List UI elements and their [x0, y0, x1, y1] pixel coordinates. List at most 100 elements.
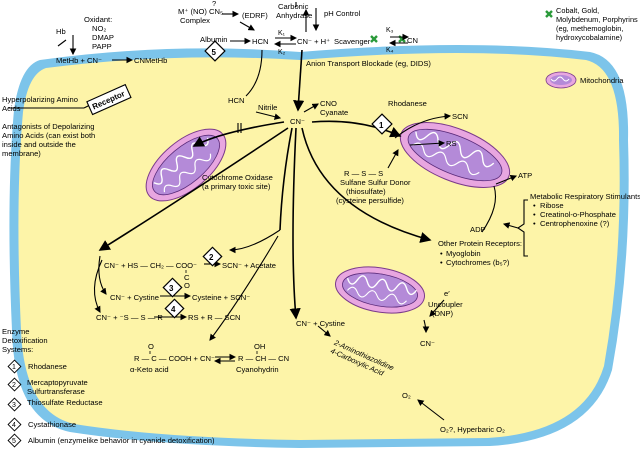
svg-text:1: 1: [379, 121, 384, 130]
uncoupler-label: Uncoupler: [428, 300, 463, 309]
legend-num: 4: [12, 422, 16, 429]
legend-diamond: [7, 397, 22, 412]
reaction3-left: CN⁻ + ⁻S — S — R: [96, 313, 163, 322]
legend-albumin: Albumin (enzymelike behavior in cyanide …: [28, 436, 215, 445]
metabolic-title: Metabolic Respiratory Stimulants:: [530, 192, 640, 201]
legend-num: 1: [12, 364, 16, 371]
rs-label: RS: [446, 139, 457, 148]
badge-1: 1: [371, 113, 393, 135]
legend-rhodanese: Rhodanese: [28, 362, 67, 371]
carbonic-label: Carbonic: [278, 2, 309, 11]
badge-3: 3: [162, 277, 183, 298]
keto-formula: R — C — COOH + CN⁻: [134, 354, 215, 363]
stimulant-ribose: Ribose: [540, 201, 564, 210]
legend-diamond: [7, 433, 22, 448]
receptor-cytochromes: Cytochromes (b₅?): [446, 258, 510, 267]
mitochondria-legend-icon: [545, 71, 577, 89]
cn-center-label: CN⁻: [290, 117, 305, 126]
cyanohydrin-label: Cyanohydrin: [236, 365, 279, 374]
receptor-bullet: •: [440, 258, 443, 267]
edrf-label: (EDRF): [242, 11, 268, 20]
mitochondrion-left: [145, 128, 227, 202]
legend-diamond: [7, 377, 22, 392]
cno-label: CNO: [320, 99, 337, 108]
svg-text:5: 5: [212, 48, 217, 57]
legend-num: 2: [12, 382, 16, 389]
stimulant-item: •: [533, 219, 536, 228]
oxidant-label: Oxidant:: [84, 15, 112, 24]
legend-diamond: [7, 359, 22, 374]
cyanohydrin-formula: R — CH — CN: [238, 354, 289, 363]
cobalt-legend: Cobalt, Gold, Molybdenum, Porphyrins (eg…: [556, 6, 638, 42]
badge-4: 4: [164, 298, 185, 319]
cn-h-label: CN⁻ + H⁺: [297, 37, 330, 46]
ph-control-label: pH Control: [324, 9, 361, 18]
stimulant-creatinol: Creatinol-o-Phosphate: [540, 210, 616, 219]
receptor-myoglobin: Myoglobin: [446, 249, 481, 258]
reaction2-right: Cysteine + SCN⁻: [192, 293, 250, 302]
svg-text:2: 2: [209, 253, 214, 262]
reaction1-left: CN⁻ + HS — CH₂ — COO⁻: [104, 261, 197, 270]
sulfane-donor-label: Sulfane Sulfur Donor: [340, 178, 411, 187]
question-mark: ?: [212, 0, 216, 8]
badge-2: 2: [202, 246, 223, 267]
k1-label: K₁: [278, 30, 286, 37]
legend-num: 5: [12, 438, 16, 445]
hb-label: Hb: [56, 27, 66, 36]
legend-mercaptopyruvate: Mercaptopyruvate Sulfurtransferase: [27, 378, 88, 396]
stimulant-item: •: [533, 201, 536, 210]
pathway-arrows: [8, 2, 528, 421]
stimulant-centrophenoxine: Centrophenoxine (?): [540, 219, 610, 228]
cyanate-label: Cyanate: [320, 108, 348, 117]
stimulant-item: •: [533, 210, 536, 219]
scavenger-label: Scavenger: [334, 37, 371, 46]
legend-num: 3: [12, 402, 16, 409]
thiosulfate-label: (thiosulfate): [346, 187, 386, 196]
complex-label: Complex: [180, 16, 210, 25]
svg-text:4: 4: [171, 305, 176, 314]
enzyme-legend-title-1: Enzyme: [2, 327, 29, 336]
legend-thiosulfate: Thiosulfate Reductase: [27, 398, 103, 407]
reaction3-right: RS + R — SCN: [188, 313, 241, 322]
hyperbaric-label: O₂?, Hyperbaric O₂: [440, 425, 505, 434]
hcn-top-label: HCN: [252, 37, 268, 46]
keto-o: O: [148, 342, 154, 351]
antagonists-text: Antagonists of Depolarizing Amino Acids …: [2, 122, 95, 158]
badge-5: 5: [204, 40, 226, 62]
oxidant-papp: PAPP: [92, 42, 112, 51]
primary-toxic-label: (a primary toxic site): [202, 182, 271, 191]
cytochrome-oxidase-label: Cytochrome Oxidase: [202, 173, 273, 182]
cnmethb-label: CNMetHb: [134, 56, 167, 65]
reaction1-carbonyl: C: [184, 273, 190, 282]
oxidant-dmap: DMAP: [92, 33, 114, 42]
methb-label: MetHb + CN⁻: [56, 56, 102, 65]
xcn-label: CN: [407, 36, 418, 45]
legend-cystathionase: Cystathionase: [28, 420, 76, 429]
reaction2-left: CN⁻ + Cystine: [110, 293, 159, 302]
reaction4: CN⁻ + Cystine: [296, 319, 345, 328]
legend-diamond: [7, 417, 22, 432]
e-prime-label: e′: [444, 289, 450, 298]
k4-label: K₄: [386, 47, 394, 54]
k3-label: K₃: [386, 27, 394, 34]
dnp-label: (DNP): [432, 309, 454, 318]
sulfane-formula: R — S — S: [344, 169, 383, 178]
adp-label: ADP: [470, 225, 486, 234]
nitrosyl-complex: M⁺ (NO) CN₅: [178, 7, 223, 16]
nitrile-label: Nitrile: [258, 103, 277, 112]
enzyme-legend-title-3: Systems:: [2, 345, 33, 354]
reaction1-right: SCN⁻ + Acetate: [222, 261, 276, 270]
albumin-label: Albumin: [200, 35, 227, 44]
k2-label: K₂: [278, 49, 286, 56]
mitochondria-label: Mitochondria: [580, 76, 624, 85]
svg-text:3: 3: [169, 284, 174, 293]
hyperpolarizing-text: Hyperpolarizing Amino Acids: [2, 95, 78, 113]
mitochondrion-lower: [335, 266, 425, 314]
hcn-inside-label: HCN: [228, 96, 244, 105]
reaction1-o: O: [184, 281, 190, 290]
o2-label: O₂: [402, 391, 411, 400]
cysteine-persulfide-label: (cysteine persulfide): [336, 196, 404, 205]
receptor-bullet: •: [440, 249, 443, 258]
scn-label: SCN: [452, 112, 468, 121]
